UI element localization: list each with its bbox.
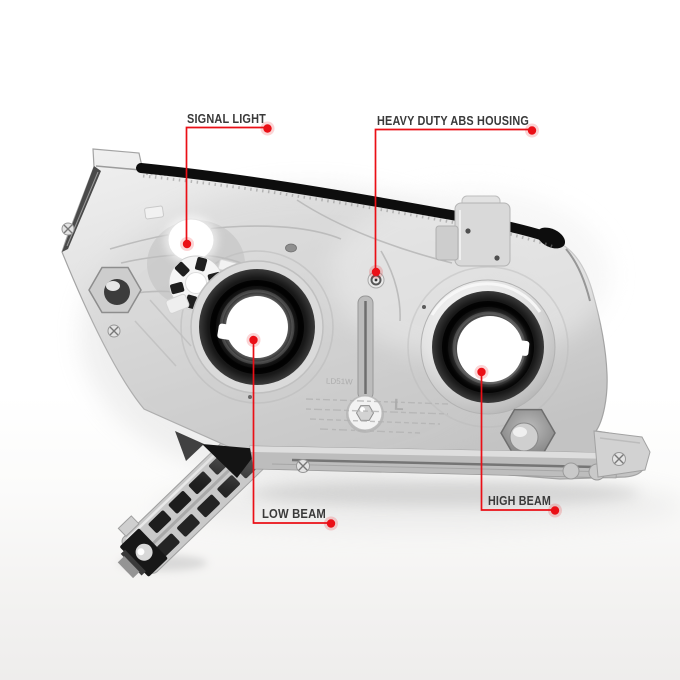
bracket-top-tab	[117, 515, 140, 538]
high-beam-opening	[420, 279, 556, 415]
clip-screw-dot	[494, 255, 500, 261]
callout-dot	[182, 239, 192, 249]
callout-label: HIGH BEAM	[488, 494, 551, 508]
callout-dot	[477, 367, 486, 377]
callout-label: LOW BEAM	[262, 507, 326, 521]
callout-high-beam: HIGH BEAM	[474, 365, 562, 518]
clip-screw-dot	[465, 228, 471, 234]
mounting-clip	[435, 195, 511, 267]
callout-dot	[263, 124, 272, 133]
molding-ridges	[98, 199, 591, 428]
bracket-shadow-wedge	[175, 431, 204, 461]
screw	[107, 324, 121, 338]
callout-line	[374, 128, 530, 271]
callout-dot	[550, 506, 560, 515]
pin-hole	[422, 305, 426, 309]
callout-dot	[527, 126, 537, 135]
callout-dot	[326, 519, 336, 528]
callout-line	[252, 341, 329, 524]
callout-signal-light: SIGNAL LIGHT	[180, 112, 275, 251]
molded-mark-letter: L	[394, 397, 405, 414]
screws	[61, 222, 626, 473]
adjuster-hex-recess-left	[88, 266, 142, 314]
bracket-end-adjuster	[117, 528, 168, 579]
pin-hole	[248, 395, 252, 399]
callout-line	[185, 126, 266, 243]
callout-dot	[249, 335, 258, 345]
low-beam-opening	[190, 260, 324, 394]
callout-line	[480, 373, 553, 511]
rubber-gasket-strip	[136, 163, 566, 249]
molded-part-text: L LD51W	[305, 377, 449, 434]
callout-label: SIGNAL LIGHT	[187, 112, 266, 126]
signal-area-tab	[144, 205, 164, 220]
callout-abs-housing: HEAVY DUTY ABS HOUSING	[369, 114, 539, 279]
molded-mark-code: LD51W	[326, 377, 353, 387]
callout-dot	[371, 267, 381, 277]
lower-mounting-rail	[249, 445, 619, 481]
screw	[296, 459, 310, 473]
callout-label: HEAVY DUTY ABS HOUSING	[377, 114, 529, 128]
adjuster-channel	[357, 295, 374, 401]
callout-low-beam: LOW BEAM	[246, 333, 338, 531]
adjuster-hex-recess-right	[500, 408, 556, 458]
bracket-shadow-wedge	[202, 444, 259, 478]
screw	[61, 222, 75, 236]
ground-shadow	[119, 479, 680, 571]
screw	[612, 452, 626, 466]
vent-hole	[285, 243, 297, 253]
callouts: SIGNAL LIGHT HEAVY DUTY ABS HOUSING LOW …	[180, 112, 562, 531]
